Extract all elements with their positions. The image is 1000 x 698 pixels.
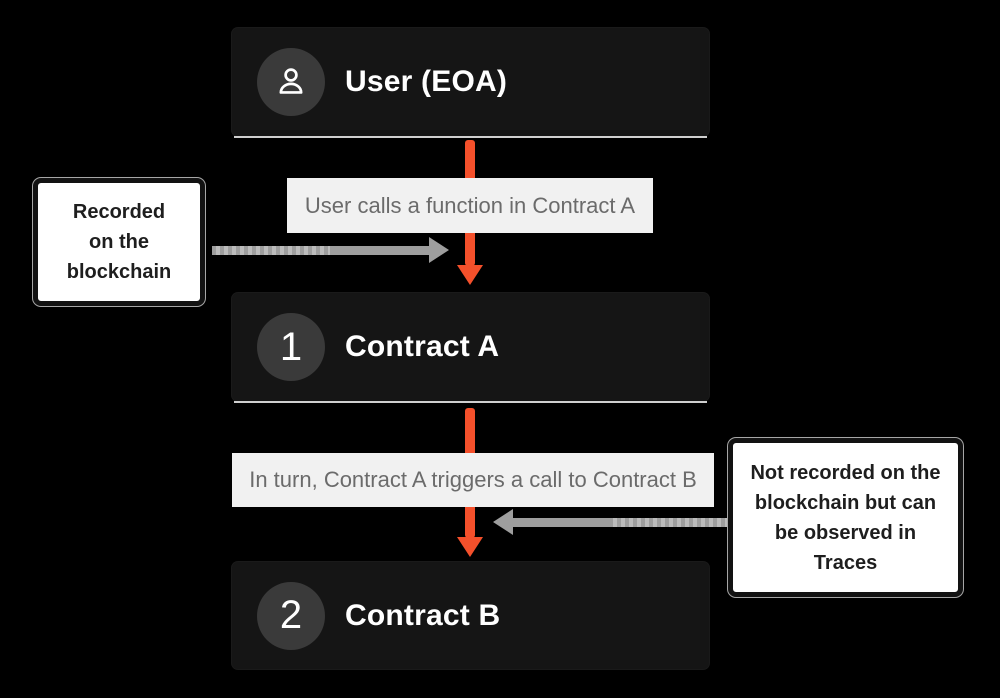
person-icon bbox=[279, 68, 303, 94]
edge-label-user-call: User calls a function in Contract A bbox=[287, 178, 653, 233]
arrow-contract-a-to-b-head bbox=[457, 537, 483, 557]
callout-line: blockchain but can bbox=[754, 491, 937, 514]
gray-arrow-shaft bbox=[513, 517, 609, 527]
callout-line: blockchain bbox=[66, 261, 172, 283]
node-contract-b: 2 Contract B bbox=[232, 562, 709, 669]
node-label-user-eoa: User (EOA) bbox=[345, 65, 508, 98]
arrow-user-to-contract-a-head bbox=[457, 265, 483, 285]
node-user-eoa: User (EOA) bbox=[232, 28, 709, 138]
callout-line: Recorded bbox=[72, 201, 166, 223]
gray-arrow-left-head-icon bbox=[493, 509, 513, 535]
gray-arrow-right-head-icon bbox=[429, 237, 449, 263]
callout-recorded-on-blockchain: Recorded on the blockchain bbox=[33, 178, 205, 306]
user-avatar-badge bbox=[257, 48, 325, 116]
gray-arrow-dashed-tail bbox=[212, 245, 330, 255]
node-label-contract-a: Contract A bbox=[345, 330, 500, 363]
edge-label-text: User calls a function in Contract A bbox=[304, 192, 636, 218]
step-2-badge: 2 bbox=[257, 581, 325, 650]
gray-arrow-shaft bbox=[330, 245, 429, 255]
callout-observed-in-traces: Not recorded on the blockchain but can b… bbox=[728, 438, 963, 597]
callout-line: be observed in bbox=[774, 521, 917, 544]
callout-line: Not recorded on the bbox=[750, 461, 941, 484]
arrow-traces-callout bbox=[493, 509, 727, 535]
edge-label-contract-call: In turn, Contract A triggers a call to C… bbox=[232, 453, 714, 507]
gray-arrow-dashed-tail bbox=[609, 517, 727, 527]
edge-label-text: In turn, Contract A triggers a call to C… bbox=[249, 467, 697, 492]
step-1-badge: 1 bbox=[257, 313, 325, 381]
callout-line: on the bbox=[89, 231, 149, 253]
node-label-contract-b: Contract B bbox=[345, 598, 501, 632]
arrow-recorded-callout bbox=[212, 237, 449, 263]
node-contract-a: 1 Contract A bbox=[232, 293, 709, 403]
callout-line: Traces bbox=[813, 551, 878, 574]
